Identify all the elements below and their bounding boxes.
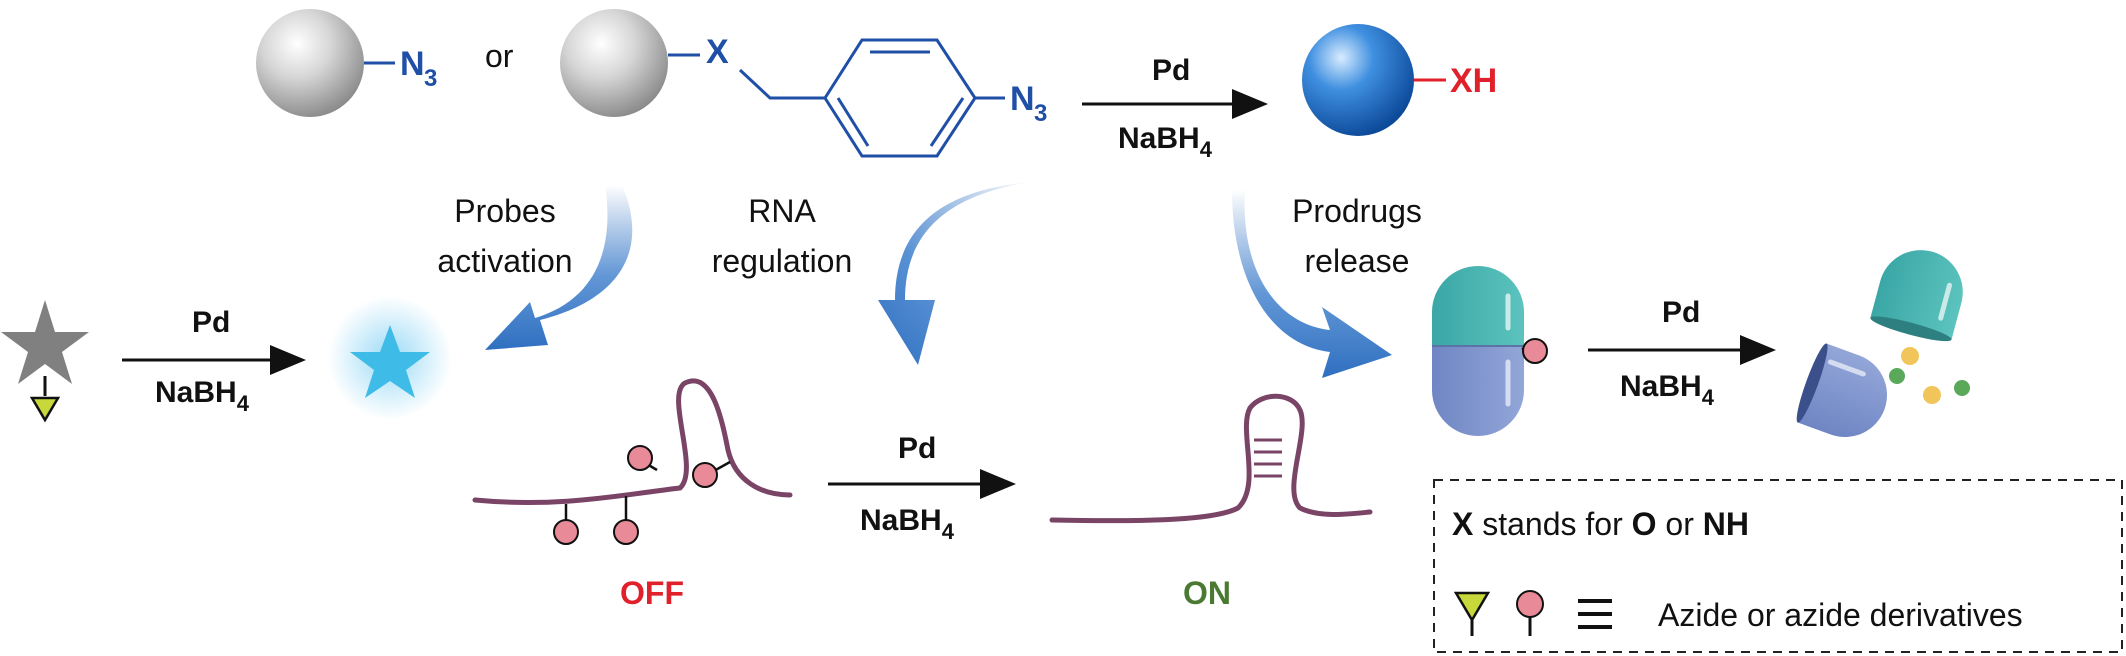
reagent-nabh4: NaBH4 xyxy=(860,504,955,544)
azide-sphere-linker: X N 3 xyxy=(560,9,1047,158)
drug-particle xyxy=(1901,347,1919,365)
benzene-ring-icon xyxy=(823,38,977,158)
azide-pin-icon xyxy=(627,445,658,472)
curved-arrow-prodrugs-icon xyxy=(1232,190,1392,378)
opened-capsule xyxy=(1796,250,1970,437)
equiv-icon xyxy=(1578,599,1612,629)
top-reaction-arrow: Pd NaBH4 xyxy=(1082,54,1268,162)
glowing-star-icon xyxy=(350,325,430,398)
azide-triangle-icon xyxy=(29,396,61,423)
reagent-pd: Pd xyxy=(192,306,230,339)
grey-star-icon xyxy=(1,300,89,384)
or-text: or xyxy=(485,38,514,74)
on-label: ON xyxy=(1183,575,1231,611)
x-label: X xyxy=(706,33,729,71)
probes-label-line2: activation xyxy=(437,243,572,279)
product-sphere: XH xyxy=(1302,24,1497,136)
drug-particle xyxy=(1889,368,1905,384)
reagent-pd: Pd xyxy=(1662,296,1700,329)
probes-label-line1: Probes xyxy=(454,193,555,229)
prodrugs-label-line1: Prodrugs xyxy=(1292,193,1422,229)
grey-sphere-icon xyxy=(560,9,668,117)
reagent-nabh4: NaBH4 xyxy=(1118,122,1213,162)
azide-sphere-simple: N 3 xyxy=(256,9,437,117)
capsule-bottom-icon xyxy=(1432,346,1524,436)
drug-particle xyxy=(1923,386,1941,404)
prodrug-reaction-arrow: Pd NaBH4 xyxy=(1588,296,1776,410)
legend-box: X stands for O or NH Azide or azide deri… xyxy=(1433,479,2123,653)
activated-probe xyxy=(328,296,452,420)
n3-label: N xyxy=(400,45,425,83)
legend-pin-icon xyxy=(1516,590,1544,618)
rna-label-line2: regulation xyxy=(712,243,853,279)
reagent-pd: Pd xyxy=(1152,54,1190,87)
reagent-nabh4: NaBH4 xyxy=(155,376,250,416)
linker-n3-subscript: 3 xyxy=(1034,100,1047,127)
capsule-top-icon xyxy=(1432,266,1524,346)
rna-strand-on xyxy=(1049,393,1373,524)
benzyl-linker xyxy=(738,68,825,100)
legend-x-line: X stands for O or NH xyxy=(1452,506,1749,542)
n3-subscript: 3 xyxy=(424,65,437,92)
off-label: OFF xyxy=(620,575,684,611)
probe-reaction-arrow: Pd NaBH4 xyxy=(122,306,306,416)
curved-arrow-rna-icon xyxy=(878,182,1030,365)
xh-label: XH xyxy=(1450,62,1497,100)
reagent-pd: Pd xyxy=(898,432,936,465)
prodrugs-label-line2: release xyxy=(1305,243,1410,279)
rna-reaction-arrow: Pd NaBH4 xyxy=(828,432,1016,544)
rna-on xyxy=(1049,393,1373,524)
curved-arrow-probes-icon xyxy=(485,185,633,350)
caged-probe xyxy=(1,300,89,423)
drug-particle xyxy=(1954,380,1970,396)
grey-sphere-icon xyxy=(256,9,364,117)
linker-n3-label: N xyxy=(1010,80,1035,118)
legend-azide-text: Azide or azide derivatives xyxy=(1658,597,2023,633)
azide-pin-icon xyxy=(613,496,639,545)
closed-capsule xyxy=(1432,266,1548,436)
legend-triangle-icon xyxy=(1453,591,1491,623)
rna-label-line1: RNA xyxy=(748,193,816,229)
azide-pin-icon xyxy=(1522,338,1548,364)
rna-off xyxy=(472,378,793,545)
blue-sphere-icon xyxy=(1302,24,1414,136)
azide-pin-icon xyxy=(692,460,731,488)
base-pair-lines xyxy=(1254,438,1282,478)
rna-strand-off xyxy=(472,378,793,505)
reagent-nabh4: NaBH4 xyxy=(1620,370,1715,410)
azide-pin-icon xyxy=(553,504,579,545)
